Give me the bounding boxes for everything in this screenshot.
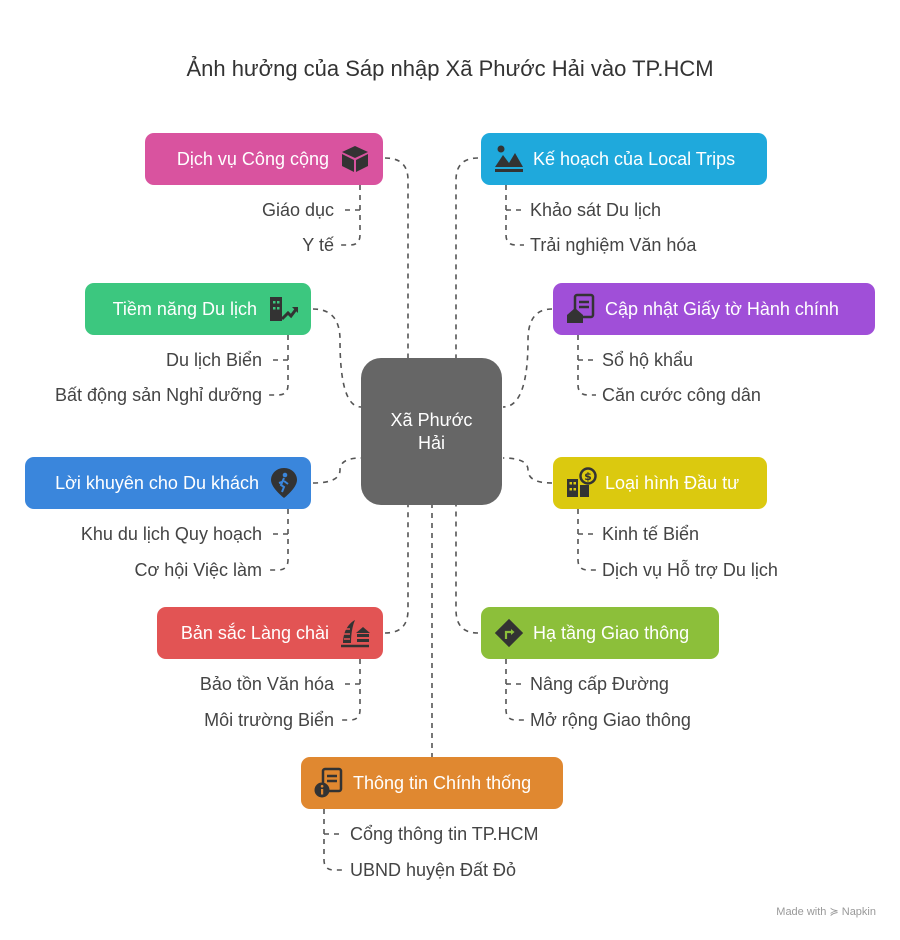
sub-nang-cap-duong: Nâng cấp Đường bbox=[530, 674, 669, 694]
fishing-village-icon bbox=[341, 620, 370, 648]
node-label: Dịch vụ Công cộng bbox=[176, 148, 329, 169]
node-thong-tin-chinh-thong: Thông tin Chính thống bbox=[301, 757, 563, 809]
sub-co-hoi-viec-lam: Cơ hội Việc làm bbox=[134, 560, 262, 580]
node-dich-vu-cong-cong: Dịch vụ Công cộng bbox=[145, 133, 383, 185]
napkin-watermark: Made with ≽ Napkin bbox=[776, 906, 876, 918]
node-ha-tang-giao-thong: Hạ tầng Giao thông bbox=[481, 607, 719, 659]
sub-khao-sat-du-lich: Khảo sát Du lịch bbox=[530, 200, 662, 220]
node-label: Kế hoạch của Local Trips bbox=[533, 148, 736, 169]
road-sign-icon bbox=[494, 618, 524, 648]
node-label: Loại hình Đầu tư bbox=[605, 472, 740, 493]
center-label: Xã Phước Hải bbox=[390, 409, 473, 453]
growth-building-icon bbox=[270, 297, 299, 321]
node-loi-khuyen-du-khach: Lời khuyên cho Du khách bbox=[25, 457, 311, 509]
landscape-icon bbox=[495, 145, 523, 172]
sub-cong-thong-tin: Cổng thông tin TP.HCM bbox=[350, 824, 539, 844]
investment-icon: $ bbox=[567, 467, 597, 497]
node-label: Lời khuyên cho Du khách bbox=[55, 472, 259, 493]
node-label: Bản sắc Làng chài bbox=[180, 622, 329, 643]
node-label: Hạ tầng Giao thông bbox=[533, 622, 690, 643]
node-cap-nhat-giay-to: Cập nhật Giấy tờ Hành chính bbox=[553, 283, 875, 335]
info-document-icon bbox=[314, 767, 343, 798]
node-label: Thông tin Chính thống bbox=[353, 772, 532, 793]
diagram-title: Ảnh hưởng của Sáp nhập Xã Phước Hải vào … bbox=[186, 56, 714, 81]
node-ke-hoach-local-trips: Kế hoạch của Local Trips bbox=[481, 133, 767, 185]
sub-du-lich-bien: Du lịch Biển bbox=[165, 350, 262, 370]
sub-khu-du-lich-quy-hoach: Khu du lịch Quy hoạch bbox=[80, 524, 262, 544]
node-ban-sac-lang-chai: Bản sắc Làng chài bbox=[157, 607, 383, 659]
home-document-icon bbox=[567, 293, 595, 323]
sub-bat-dong-san: Bất động sản Nghỉ dưỡng bbox=[55, 385, 262, 405]
sub-y-te: Y tế bbox=[302, 235, 334, 255]
node-label: Cập nhật Giấy tờ Hành chính bbox=[605, 298, 839, 319]
node-tiem-nang-du-lich: Tiềm năng Du lịch bbox=[85, 283, 311, 335]
svg-text:$: $ bbox=[584, 470, 592, 483]
sub-kinh-te-bien: Kinh tế Biển bbox=[602, 524, 700, 544]
node-loai-hinh-dau-tu: $ Loại hình Đầu tư bbox=[553, 457, 767, 509]
traveler-icon bbox=[271, 468, 297, 498]
box-icon bbox=[342, 146, 368, 172]
sub-giao-duc: Giáo dục bbox=[261, 200, 334, 220]
sub-ubnd-huyen-dat-do: UBND huyện Đất Đỏ bbox=[350, 860, 517, 880]
sub-trai-nghiem-van-hoa: Trải nghiệm Văn hóa bbox=[530, 235, 697, 255]
center-node: Xã Phước Hải bbox=[361, 358, 502, 505]
sub-so-ho-khau: Sổ hộ khẩu bbox=[602, 350, 694, 370]
sub-mo-rong-giao-thong: Mở rộng Giao thông bbox=[530, 710, 691, 730]
sub-can-cuoc-cong-dan: Căn cước công dân bbox=[602, 385, 761, 405]
sub-moi-truong-bien: Môi trường Biển bbox=[204, 710, 334, 730]
sub-bao-ton-van-hoa: Bảo tồn Văn hóa bbox=[199, 674, 334, 694]
node-label: Tiềm năng Du lịch bbox=[112, 298, 257, 319]
sub-dich-vu-ho-tro: Dịch vụ Hỗ trợ Du lịch bbox=[602, 560, 778, 580]
